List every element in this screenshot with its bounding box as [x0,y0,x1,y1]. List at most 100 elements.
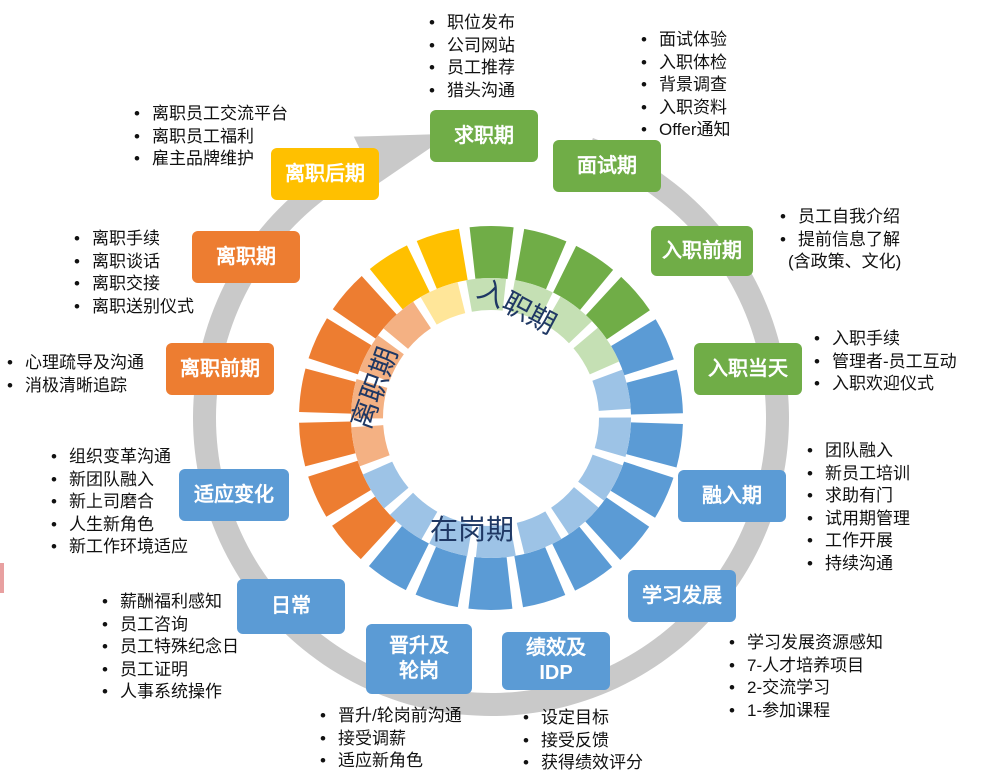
stage-box-lizhiqi: 离职期 [192,231,300,283]
list-item: Offer通知 [637,119,730,142]
list-item: 员工咨询 [98,614,239,637]
list-lizhiqianqi: 心理疏导及沟通 消极清晰追踪 [3,352,144,397]
list-item: 面试体验 [637,29,730,52]
list-item: 设定目标 [519,707,643,730]
list-item: 入职手续 [810,328,957,351]
list-lizhihouqi: 离职员工交流平台 离职员工福利 雇主品牌维护 [130,103,288,171]
outer-ring-segment [515,228,567,290]
list-item: 新上司磨合 [47,491,188,514]
list-lizhiqi: 离职手续 离职谈话 离职交接 离职送别仪式 [70,228,194,318]
outer-ring-segment [369,245,430,310]
stage-box-mianshiqi: 面试期 [553,140,661,192]
list-item: 员工特殊纪念日 [98,636,239,659]
outer-ring-segment [553,245,614,310]
list-shiyingbianhua: 组织变革沟通 新团队融入 新上司磨合 人生新角色 新工作环境适应 [47,446,188,559]
inner-ring-segment [429,514,473,556]
stage-box-jixiao-idp: 绩效及 IDP [502,632,610,690]
inner-ring-segment [466,278,507,312]
list-ruzhiqianqi: 员工自我介绍 提前信息了解 (含政策、文化) [776,206,901,274]
list-item: 离职谈话 [70,251,194,274]
list-item: 团队融入 [803,440,910,463]
list-item: 适应新角色 [316,750,462,773]
list-item: 1-参加课程 [725,700,883,723]
inner-ring-segment [359,335,404,382]
outer-ring-segment [299,368,356,414]
inner-ring-segment [509,280,553,322]
outer-ring-segment [332,276,397,339]
list-item: 试用期管理 [803,508,910,531]
list-richang: 薪酬福利感知 员工咨询 员工特殊纪念日 员工证明 人事系统操作 [98,591,239,704]
stage-box-ruzhidangtian: 入职当天 [694,343,802,395]
outer-ring-segment [610,461,674,518]
list-item: 管理者-员工互动 [810,351,957,374]
list-item: 薪酬福利感知 [98,591,239,614]
inner-ring-segment [420,282,466,325]
inner-ring-segment [351,425,390,467]
stage-box-jinsheng-line2: 轮岗 [399,660,439,682]
list-item: 职位发布 [425,12,515,35]
list-item: 员工自我介绍 [776,206,901,229]
stage-box-jinsheng-lungang: 晋升及 轮岗 [366,624,472,694]
list-item: 离职员工交流平台 [130,103,288,126]
list-item: 新工作环境适应 [47,536,188,559]
list-rongruqi: 团队融入 新员工培训 求助有门 试用期管理 工作开展 持续沟通 [803,440,910,575]
list-item: 离职送别仪式 [70,296,194,319]
list-item: 离职员工福利 [130,126,288,149]
inner-ring-segment [551,487,599,535]
list-item: 入职欢迎仪式 [810,373,957,396]
list-item: 组织变革沟通 [47,446,188,469]
list-item: 离职手续 [70,228,194,251]
outer-ring-segment [368,526,429,591]
outer-ring-segment [626,422,683,468]
edge-fragment [0,563,4,593]
list-item: 入职资料 [637,97,730,120]
list-xuexifazhan: 学习发展资源感知 7-人才培养项目 2-交流学习 1-参加课程 [725,632,883,722]
outer-ring-segment [552,526,613,591]
list-ruzhidangtian: 入职手续 管理者-员工互动 入职欢迎仪式 [810,328,957,396]
inner-ring-segment [362,461,409,509]
list-item-note: (含政策、文化) [788,252,902,271]
inner-ring-segment [516,511,562,554]
outer-ring-segment [299,421,356,467]
list-item: 接受反馈 [519,730,643,753]
list-item: 接受调薪 [316,728,462,751]
inner-ring-segment [573,327,620,375]
stage-box-lizhiqianqi: 离职前期 [166,343,274,395]
inner-ring-segment [383,301,431,349]
list-jinsheng-lungang: 晋升/轮岗前沟通 接受调薪 适应新角色 [316,705,462,773]
outer-ring-segment [469,226,514,279]
list-item: 消极清晰追踪 [3,375,144,398]
list-item: 持续沟通 [803,553,910,576]
stage-box-lizhihouqi: 离职后期 [271,148,379,200]
list-item: 新团队融入 [47,469,188,492]
outer-ring-segment [308,318,372,375]
stage-box-shiyingbianhua: 适应变化 [179,469,289,521]
list-item: 公司网站 [425,35,515,58]
outer-ring-segment [611,319,674,376]
inner-ring-segment [592,369,631,411]
list-mianshiqi: 面试体验 入职体检 背景调查 入职资料 Offer通知 [637,29,730,142]
list-item: 员工推荐 [425,57,515,80]
phase-label-onjob: 在岗期 [430,514,515,545]
outer-ring-segment [468,557,513,611]
outer-ring-segment [585,276,650,340]
list-item: 2-交流学习 [725,677,883,700]
list-item: 心理疏导及沟通 [3,352,144,375]
list-jixiao-idp: 设定目标 接受反馈 获得绩效评分 [519,707,643,775]
outer-ring-segment [332,496,397,560]
list-item: 新员工培训 [803,463,910,486]
list-item: 入职体检 [637,52,730,75]
inner-ring-segment [389,492,438,540]
list-item: 离职交接 [70,273,194,296]
list-item: 获得绩效评分 [519,752,643,775]
list-item: 学习发展资源感知 [725,632,883,655]
stage-box-rongruqi: 融入期 [678,470,786,522]
list-item: 雇主品牌维护 [130,148,288,171]
inner-ring-segment [351,378,388,419]
list-item: 7-人才培养项目 [725,655,883,678]
outer-ring-segment [626,369,683,415]
list-item: 人生新角色 [47,514,188,537]
list-item: 人事系统操作 [98,681,239,704]
